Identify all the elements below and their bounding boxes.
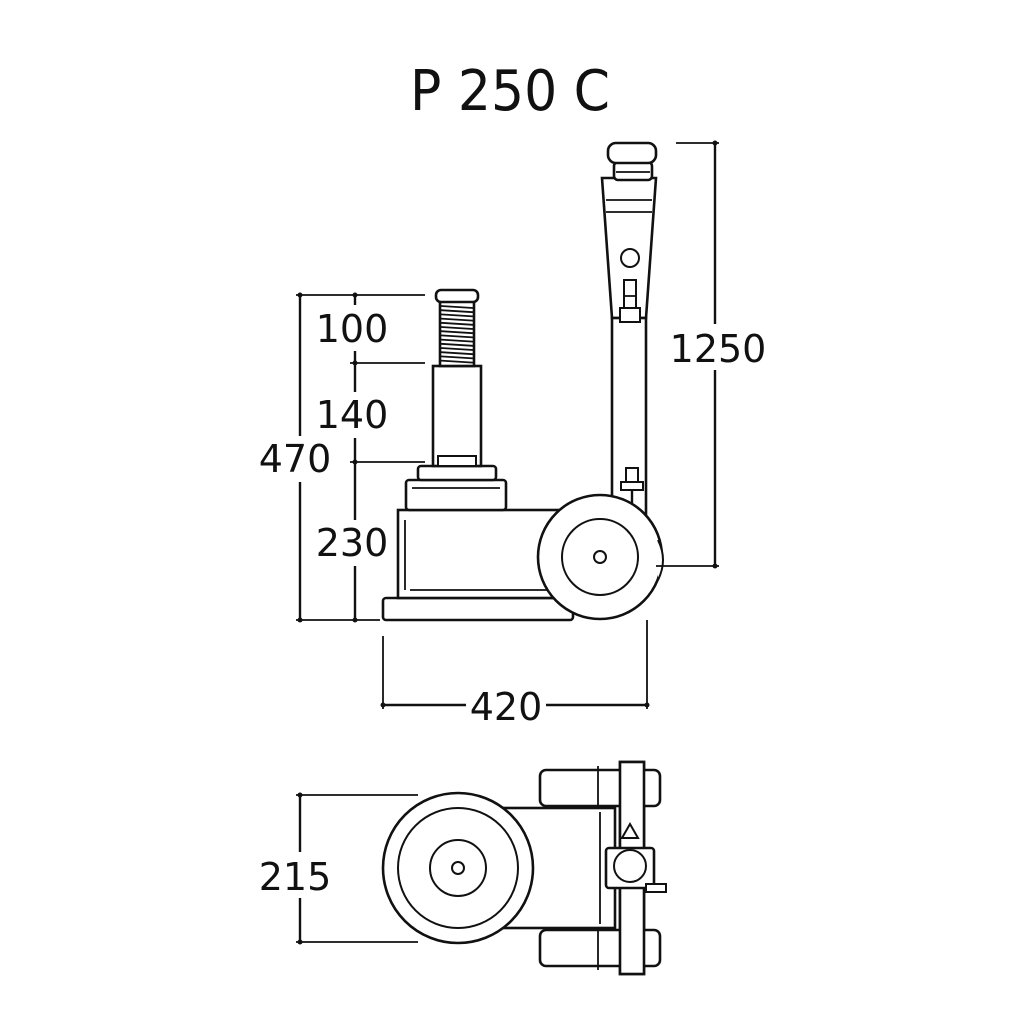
thread-line xyxy=(440,326,474,330)
thread-line xyxy=(440,309,474,314)
handle-knob xyxy=(606,141,658,165)
base-plate xyxy=(381,596,575,622)
pivot-knob xyxy=(613,849,647,883)
top-view xyxy=(381,760,667,976)
saddle xyxy=(434,288,480,304)
side-view xyxy=(381,141,664,622)
top-view-dimensions: 215 xyxy=(256,792,418,945)
thread-line xyxy=(440,338,474,343)
thread-line xyxy=(440,321,474,326)
ram xyxy=(431,364,483,468)
dim-body-height: 230 xyxy=(316,521,389,565)
cylinder-cap xyxy=(404,478,508,512)
thread-line xyxy=(440,359,474,364)
thread-line xyxy=(440,313,474,318)
valve-button xyxy=(620,248,640,268)
side-view-dimensions: 100 140 470 230 1250 420 xyxy=(258,140,768,729)
thread-line xyxy=(440,351,474,356)
dim-width: 215 xyxy=(259,855,332,899)
thread-line xyxy=(440,334,474,339)
thread-line xyxy=(440,330,474,335)
dim-handle-height: 1250 xyxy=(670,327,767,371)
dim-total-height: 470 xyxy=(259,437,332,481)
thread-line xyxy=(440,342,474,347)
thread-line xyxy=(440,347,474,351)
thread-line xyxy=(440,305,474,309)
dim-length: 420 xyxy=(470,685,543,729)
thread-line xyxy=(440,355,474,360)
drawing-title: P 250 C xyxy=(410,59,610,124)
dim-stroke-top: 100 xyxy=(316,307,389,351)
thread-line xyxy=(440,317,474,322)
dim-ram: 140 xyxy=(316,393,389,437)
